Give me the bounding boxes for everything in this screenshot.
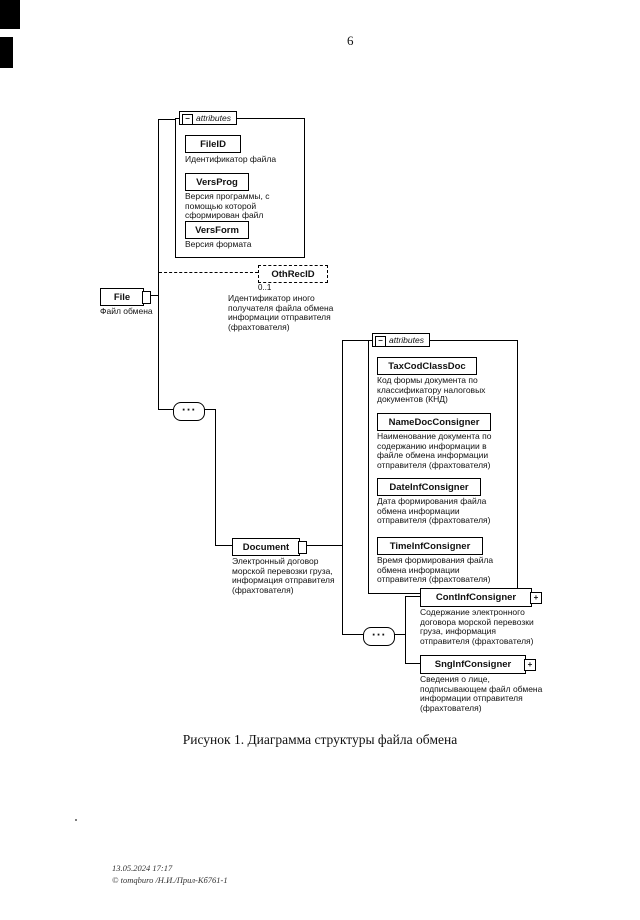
element-desc: Сведения о лице, подписывающем файл обме… (420, 674, 543, 713)
figure-caption: Рисунок 1. Диаграмма структуры файла обм… (182, 732, 458, 747)
expand-icon: + (524, 659, 536, 671)
attributes-tag: − attributes (179, 111, 237, 125)
connector-line (203, 409, 216, 410)
connector-line-dashed (159, 272, 258, 273)
element-node-othrecid: OthRecID (258, 265, 328, 283)
sequence-dots: ··· (371, 630, 387, 641)
sequence-dots: ··· (181, 405, 197, 416)
element-name: Document (242, 541, 290, 553)
element-node-document: Document (232, 538, 307, 556)
element-name: ContInfConsigner (435, 592, 517, 603)
footer-datetime: 13.05.2024 17:17 (112, 863, 173, 873)
attribute-desc: Версия программы, с помощью которой сфор… (185, 191, 270, 221)
element-name: SngInfConsigner (434, 659, 512, 670)
connector-line (215, 545, 232, 546)
compositor-stub-icon (298, 541, 307, 554)
attribute-name: VersForm (195, 224, 239, 236)
scan-artifact (0, 37, 13, 68)
connector-line (343, 634, 363, 635)
connector-line (342, 340, 343, 635)
attribute-name: FileID (200, 138, 226, 150)
attribute-desc: Дата формирования файла обмена информаци… (377, 496, 491, 526)
document-attributes-panel: − attributes TaxCodClassDoc Код формы до… (368, 333, 518, 594)
attributes-tag: − attributes (372, 333, 430, 347)
scan-artifact (0, 0, 20, 29)
attribute-node-versprog: VersProg (185, 173, 249, 191)
page-number: 6 (347, 33, 354, 48)
attribute-node-fileid: FileID (185, 135, 241, 153)
attribute-desc: Идентификатор файла (185, 154, 277, 164)
attribute-desc: Версия формата (185, 239, 252, 249)
attribute-node-dateinfconsigner: DateInfConsigner (377, 478, 481, 496)
connector-line (159, 409, 173, 410)
element-desc: Файл обмена (100, 306, 153, 316)
attribute-desc: Код формы документа по классификатору на… (377, 375, 486, 405)
file-attributes-panel: − attributes FileID Идентификатор файла … (175, 111, 305, 258)
sequence-compositor-icon: ··· (363, 627, 395, 646)
element-node-file: File (100, 288, 151, 306)
collapse-icon: − (375, 336, 386, 347)
element-node-continfconsigner: ContInfConsigner + (420, 588, 542, 607)
connector-line (158, 119, 159, 410)
connector-line (393, 634, 406, 635)
attribute-name: NameDocConsigner (388, 416, 480, 428)
attribute-node-taxcodclassdoc: TaxCodClassDoc (377, 357, 477, 375)
attribute-desc: Время формирования файла обмена информац… (377, 555, 494, 585)
attribute-node-versform: VersForm (185, 221, 249, 239)
attributes-label: attributes (389, 335, 424, 345)
element-desc: Идентификатор иного получателя файла обм… (228, 293, 334, 332)
connector-line (343, 340, 368, 341)
collapse-icon: − (182, 114, 193, 125)
element-desc: Электронный договор морской перевозки гр… (232, 556, 335, 595)
connector-line (406, 596, 420, 597)
connector-line (406, 663, 420, 664)
cardinality-label: 0..1 (258, 283, 272, 292)
attribute-name: DateInfConsigner (389, 481, 469, 493)
element-name: File (113, 291, 131, 303)
footer-note: © tomqburo /Н.И./Прил-Кб761-1 (112, 875, 228, 885)
compositor-stub-icon (142, 291, 151, 304)
attributes-label: attributes (196, 113, 231, 123)
attribute-node-namedocconsigner: NameDocConsigner (377, 413, 491, 431)
sequence-compositor-icon: ··· (173, 402, 205, 421)
attribute-node-timeinfconsigner: TimeInfConsigner (377, 537, 483, 555)
connector-line (159, 119, 175, 120)
connector-line (215, 409, 216, 546)
connector-line (405, 596, 406, 664)
element-node-snginfconsigner: SngInfConsigner + (420, 655, 536, 674)
attribute-name: TaxCodClassDoc (388, 360, 466, 372)
element-name: OthRecID (271, 268, 315, 280)
attribute-desc: Наименование документа по содержанию инф… (377, 431, 492, 470)
attribute-name: TimeInfConsigner (389, 540, 471, 552)
attribute-name: VersProg (196, 176, 238, 188)
connector-line (298, 545, 343, 546)
element-desc: Содержание электронного договора морской… (420, 607, 534, 646)
expand-icon: + (530, 592, 542, 604)
scan-speck (75, 819, 77, 821)
